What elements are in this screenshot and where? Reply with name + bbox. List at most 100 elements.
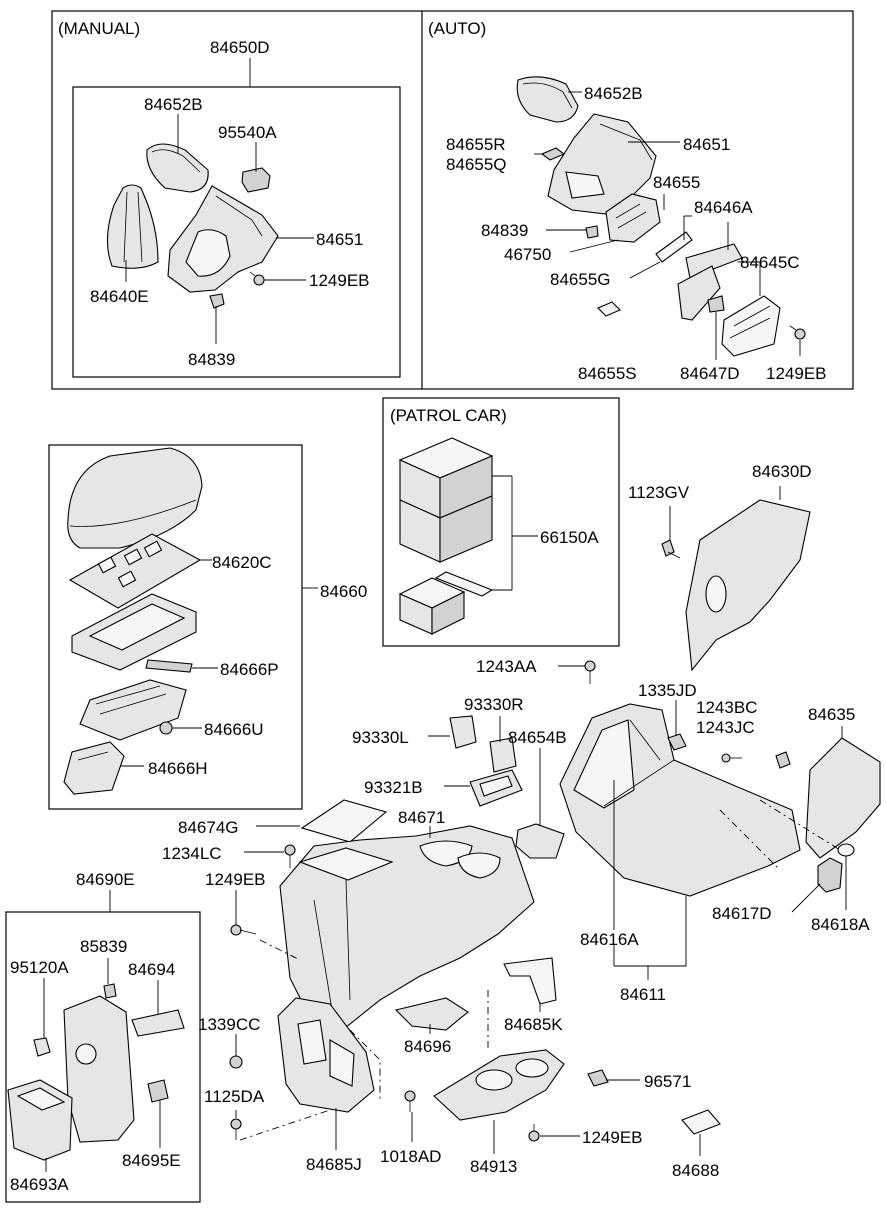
- label-95540A: 95540A: [218, 123, 277, 142]
- label-84693A: 84693A: [10, 1175, 69, 1194]
- label-84660: 84660: [320, 582, 367, 601]
- label-1249EB-auto: 1249EB: [766, 364, 827, 383]
- part-1243AA: [584, 660, 596, 684]
- label-84839-auto: 84839: [481, 221, 528, 240]
- label-84655S: 84655S: [578, 364, 637, 383]
- part-1125DA: [230, 1118, 242, 1140]
- part-84645C: [677, 265, 721, 321]
- part-rear-cover: [63, 995, 135, 1143]
- part-1123GV: [661, 539, 681, 559]
- part-1249EB-auto: [789, 325, 806, 340]
- part-84674G: [300, 799, 388, 843]
- part-84666P: [145, 659, 193, 673]
- label-84616A: 84616A: [580, 930, 639, 949]
- label-84652B-auto: 84652B: [584, 84, 643, 103]
- part-1249EB-manual: [249, 271, 265, 286]
- label-84696: 84696: [404, 1037, 451, 1056]
- label-84666H: 84666H: [148, 759, 208, 778]
- label-1335JD: 1335JD: [638, 681, 697, 700]
- label-85839: 85839: [80, 937, 127, 956]
- manual-title: (MANUAL): [58, 19, 140, 38]
- label-1018AD: 1018AD: [380, 1147, 441, 1166]
- part-66150A: [398, 437, 494, 635]
- patrol-title: (PATROL CAR): [390, 406, 507, 425]
- label-1243AA: 1243AA: [476, 657, 537, 676]
- label-84645C: 84645C: [740, 253, 800, 272]
- part-84635: [805, 737, 881, 859]
- part-84630D: [685, 499, 811, 672]
- label-84690E: 84690E: [76, 870, 135, 889]
- part-84696: [394, 997, 469, 1031]
- label-1243BC: 1243BC: [696, 698, 757, 717]
- label-1234LC: 1234LC: [162, 844, 222, 863]
- label-84913: 84913: [470, 1157, 517, 1176]
- label-84611: 84611: [620, 985, 666, 1004]
- label-93321B: 93321B: [364, 778, 423, 797]
- part-85839: [103, 983, 117, 999]
- part-1249EB-bottom: [528, 1124, 540, 1142]
- label-46750: 46750: [504, 245, 551, 264]
- label-84655: 84655: [653, 173, 700, 192]
- manual-kit-frame: [72, 86, 401, 378]
- part-84651-auto: [547, 113, 657, 215]
- part-93330R: [489, 737, 517, 773]
- part-84913: [433, 1049, 565, 1121]
- part-labels: 84650D 84652B 95540A 84651 84640E 1249EB…: [10, 38, 870, 1194]
- label-84650D: 84650D: [210, 38, 270, 57]
- part-84646A: [685, 243, 743, 279]
- part-84688: [681, 1109, 721, 1135]
- part-84685K: [503, 957, 557, 1005]
- part-1018AD: [404, 1090, 416, 1112]
- part-1249EB-console: [230, 924, 257, 936]
- part-84617D: [817, 857, 843, 893]
- armrest-frame: [48, 444, 303, 810]
- label-1339CC: 1339CC: [198, 1015, 260, 1034]
- label-84651-auto: 84651: [683, 135, 730, 154]
- label-84647D: 84647D: [680, 364, 740, 383]
- part-84647D: [707, 295, 725, 313]
- label-84620C: 84620C: [212, 553, 272, 572]
- part-84839-manual: [209, 293, 225, 309]
- part-84651-manual: [167, 185, 279, 293]
- part-84671: [279, 825, 535, 1033]
- label-84655Q: 84655Q: [446, 155, 507, 174]
- label-1249EB-manual: 1249EB: [309, 271, 370, 290]
- part-1339CC: [229, 1055, 243, 1069]
- label-84652B-manual: 84652B: [144, 95, 203, 114]
- label-84646A: 84646A: [694, 198, 753, 217]
- part-84652B-manual: [146, 143, 209, 193]
- part-84655: [605, 193, 661, 243]
- label-1125DA: 1125DA: [204, 1087, 265, 1106]
- part-84839-auto: [585, 225, 599, 239]
- top-frame: [51, 10, 854, 390]
- label-84694: 84694: [128, 960, 175, 979]
- part-84685J: [277, 997, 375, 1113]
- label-84674G: 84674G: [178, 818, 239, 837]
- part-84695E: [147, 1079, 169, 1103]
- part-1243BC: [721, 753, 742, 763]
- label-84635: 84635: [808, 705, 855, 724]
- label-84685K: 84685K: [504, 1015, 563, 1034]
- part-95540A: [241, 167, 271, 193]
- label-95120A: 95120A: [10, 958, 69, 977]
- leader-lines: [43, 58, 847, 1172]
- part-93321B: [469, 769, 523, 807]
- auto-title: (AUTO): [428, 19, 486, 38]
- label-1243JC: 1243JC: [696, 718, 755, 737]
- label-84695E: 84695E: [122, 1151, 181, 1170]
- bracket-84645C: [721, 295, 781, 357]
- part-84654B: [515, 823, 565, 859]
- part-armrest-latch: [79, 679, 187, 741]
- part-84693A: [7, 1079, 73, 1161]
- part-95120A: [33, 1037, 51, 1057]
- part-84666U: [159, 721, 173, 735]
- label-84651-manual: 84651: [316, 230, 363, 249]
- label-84617D: 84617D: [712, 904, 772, 923]
- label-84630D: 84630D: [752, 462, 812, 481]
- label-84655G: 84655G: [550, 270, 611, 289]
- part-84618A: [837, 843, 855, 857]
- part-armrest-lid: [67, 447, 203, 549]
- part-84640E: [106, 184, 159, 269]
- part-armrest-tray: [71, 593, 197, 671]
